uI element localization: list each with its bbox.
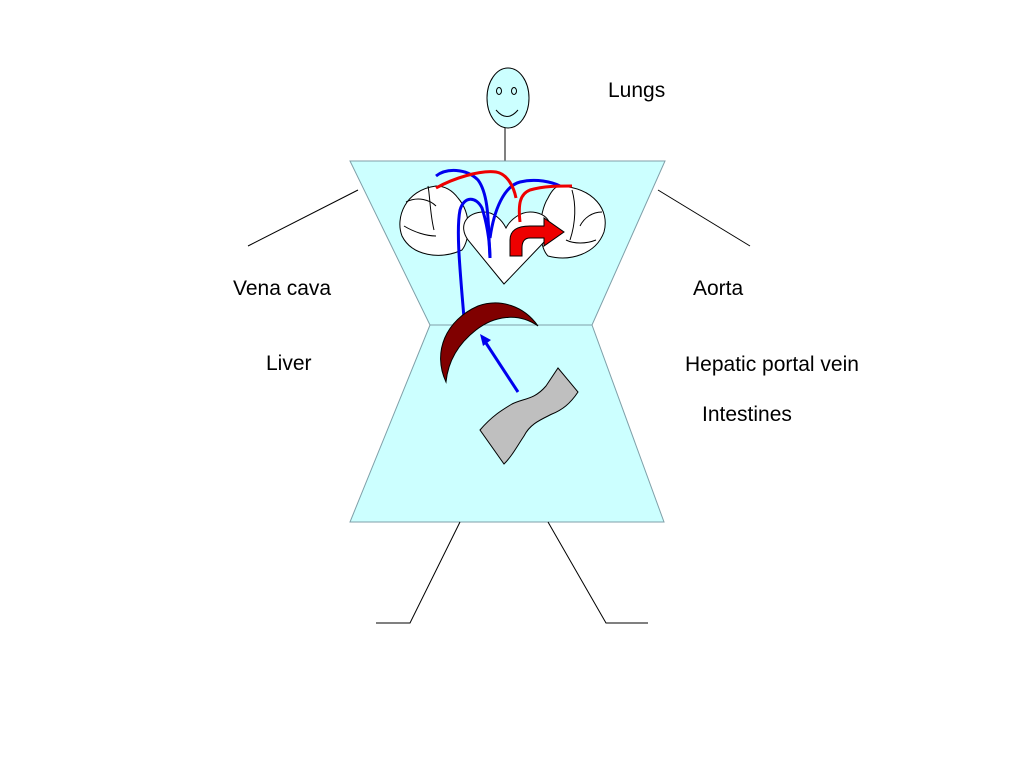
liver-icon [440,302,539,384]
aorta-label: Aorta [693,277,744,300]
left-leg [376,521,461,624]
intestine-icon [479,367,579,465]
right-leg [547,521,648,624]
hepatic-portal-vein-label: Hepatic portal vein [685,353,859,376]
vena-cava-label: Vena cava [233,277,332,300]
lungs-label: Lungs [608,79,666,102]
right-arm [657,189,751,247]
vena-cava-vessel [456,197,492,319]
pulmonary-vein-left [435,170,518,199]
pulmonary-artery-right [488,178,561,239]
left-arm [247,189,359,247]
right-lung-icon [540,185,606,259]
liver-label: Liver [266,352,312,375]
pulmonary-vein-right [517,184,573,223]
left-lung-icon [399,185,469,256]
hepatic-portal-vein-arrowhead [480,334,491,346]
head-smiley-icon [486,67,530,129]
aorta-arrow-icon [509,217,565,257]
intestines-label: Intestines [702,403,792,426]
hepatic-portal-vein [482,339,520,393]
pulmonary-artery-left [435,169,492,259]
